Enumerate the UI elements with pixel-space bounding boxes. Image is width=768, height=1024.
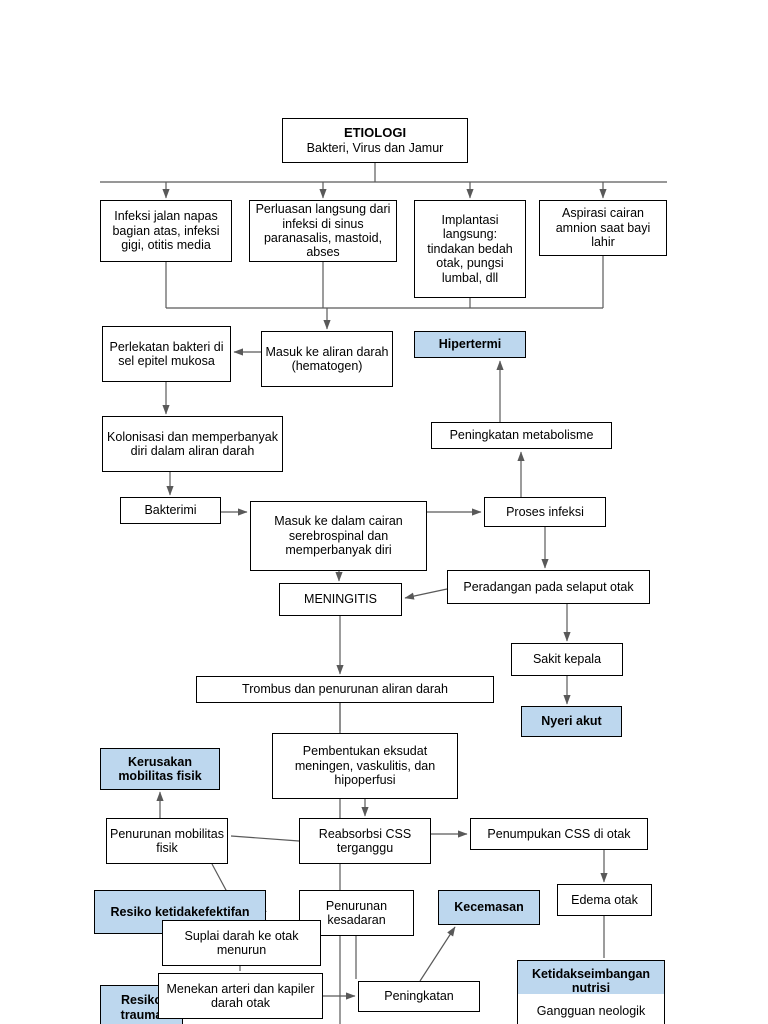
- node-label: Kecemasan: [454, 900, 524, 915]
- node-kerusakan-mobilitas-fisik[interactable]: Kerusakan mobilitas fisik: [100, 748, 220, 790]
- node-label: Penurunan mobilitas fisik: [110, 826, 224, 855]
- node-reabsorbsi-css[interactable]: Reabsorbsi CSS terganggu: [299, 818, 431, 864]
- node-label: Perluasan langsung dari infeksi di sinus…: [255, 202, 391, 260]
- node-label: Kerusakan mobilitas fisik: [118, 754, 202, 783]
- node-label: Kolonisasi dan memperbanyak diri dalam a…: [107, 429, 278, 458]
- node-peningkatan-metabolisme[interactable]: Peningkatan metabolisme: [431, 422, 612, 449]
- node-label: MENINGITIS: [304, 592, 377, 607]
- node-masuk-aliran-darah[interactable]: Masuk ke aliran darah (hematogen): [261, 331, 393, 387]
- node-label: Peningkatan: [384, 989, 454, 1004]
- node-gangguan-neologik[interactable]: Gangguan neologik: [517, 994, 665, 1024]
- node-label: Masuk ke aliran darah (hematogen): [265, 344, 389, 373]
- node-edema-otak[interactable]: Edema otak: [557, 884, 652, 916]
- node-label: Edema otak: [571, 892, 638, 907]
- node-label: Bakterimi: [144, 503, 197, 518]
- node-label: Pembentukan eksudat meningen, vaskulitis…: [294, 744, 436, 788]
- node-label: Aspirasi cairan amnion saat bayi lahir: [555, 206, 651, 250]
- node-suplai-darah-otak-menurun[interactable]: Suplai darah ke otak menurun: [162, 920, 321, 966]
- node-menekan-arteri[interactable]: Menekan arteri dan kapiler darah otak: [158, 973, 323, 1019]
- node-trombus[interactable]: Trombus dan penurunan aliran darah: [196, 676, 494, 703]
- node-nyeri-akut[interactable]: Nyeri akut: [521, 706, 622, 737]
- node-peningkatan-tik[interactable]: Peningkatan: [358, 981, 480, 1012]
- node-proses-infeksi[interactable]: Proses infeksi: [484, 497, 606, 527]
- node-label: Suplai darah ke otak menurun: [184, 928, 299, 957]
- node-label: Ketidakseimbangan nutrisi: [531, 966, 651, 995]
- node-label: Nyeri akut: [541, 714, 602, 729]
- node-penurunan-mobilitas-fisik[interactable]: Penurunan mobilitas fisik: [106, 818, 228, 864]
- node-label: Peradangan pada selaput otak: [463, 579, 634, 594]
- node-label: Perlekatan bakteri di sel epitel mukosa: [109, 339, 224, 368]
- node-infeksi-jalan-napas[interactable]: Infeksi jalan napas bagian atas, infeksi…: [100, 200, 232, 262]
- node-label: Menekan arteri dan kapiler darah otak: [166, 981, 315, 1010]
- node-masuk-serebrospinal[interactable]: Masuk ke dalam cairan serebrospinal dan …: [250, 501, 427, 571]
- node-kecemasan[interactable]: Kecemasan: [438, 890, 540, 925]
- node-label: Resiko ketidakefektifan: [110, 904, 250, 919]
- node-label: Gangguan neologik: [536, 1004, 646, 1019]
- node-etiologi[interactable]: ETIOLOGI Bakteri, Virus dan Jamur: [282, 118, 468, 163]
- node-perlekatan-bakteri[interactable]: Perlekatan bakteri di sel epitel mukosa: [102, 326, 231, 382]
- node-label: Masuk ke dalam cairan serebrospinal dan …: [274, 514, 403, 558]
- node-label: Peningkatan metabolisme: [449, 428, 594, 443]
- node-kolonisasi[interactable]: Kolonisasi dan memperbanyak diri dalam a…: [102, 416, 283, 472]
- node-etiologi-title: ETIOLOGI: [343, 124, 407, 140]
- node-bakterimi[interactable]: Bakterimi: [120, 497, 221, 524]
- node-label: Penumpukan CSS di otak: [487, 826, 631, 841]
- node-label: Reabsorbsi CSS terganggu: [318, 826, 412, 855]
- node-meningitis[interactable]: MENINGITIS: [279, 583, 402, 616]
- node-etiologi-subtitle: Bakteri, Virus dan Jamur: [306, 140, 444, 155]
- node-label: Implantasi langsung: tindakan bedah otak…: [427, 213, 513, 285]
- node-aspirasi-cairan-amnion[interactable]: Aspirasi cairan amnion saat bayi lahir: [539, 200, 667, 256]
- node-implantasi-langsung[interactable]: Implantasi langsung: tindakan bedah otak…: [414, 200, 526, 298]
- node-perluasan-langsung[interactable]: Perluasan langsung dari infeksi di sinus…: [249, 200, 397, 262]
- node-peradangan-selaput-otak[interactable]: Peradangan pada selaput otak: [447, 570, 650, 604]
- node-pembentukan-eksudat[interactable]: Pembentukan eksudat meningen, vaskulitis…: [272, 733, 458, 799]
- node-label: Trombus dan penurunan aliran darah: [242, 682, 448, 697]
- node-label: Proses infeksi: [506, 504, 584, 519]
- node-label: Infeksi jalan napas bagian atas, infeksi…: [112, 209, 220, 253]
- node-label: Sakit kepala: [532, 652, 602, 667]
- node-label: Penurunan kesadaran: [325, 898, 388, 927]
- node-hipertermi[interactable]: Hipertermi: [414, 331, 526, 358]
- node-label: Resiko trauma: [120, 993, 163, 1022]
- node-sakit-kepala[interactable]: Sakit kepala: [511, 643, 623, 676]
- node-penumpukan-css[interactable]: Penumpukan CSS di otak: [470, 818, 648, 850]
- node-label: Hipertermi: [438, 337, 502, 352]
